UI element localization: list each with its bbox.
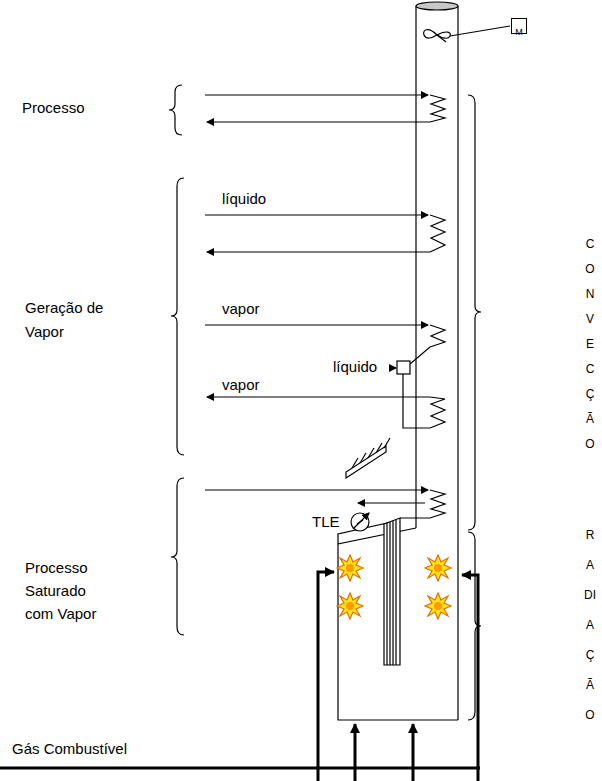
fuel-label: Gás Combustível: [12, 740, 127, 758]
zone-label: CONVECÇÃO: [584, 232, 596, 457]
section-label: Geração de Vapor: [25, 296, 115, 344]
section-label: Processo Saturado com Vapor: [25, 556, 111, 625]
stream-label: líquido: [333, 358, 377, 376]
section-label: Processo: [22, 99, 85, 117]
stream-label: vapor: [222, 300, 260, 318]
zone-label: RADIAÇÃO: [584, 520, 596, 730]
motor-box: M: [511, 18, 527, 34]
stream-label: vapor: [222, 376, 260, 394]
motor-letter: M: [515, 27, 523, 37]
equipment-label: TLE: [312, 513, 340, 531]
stream-label: líquido: [222, 190, 266, 208]
